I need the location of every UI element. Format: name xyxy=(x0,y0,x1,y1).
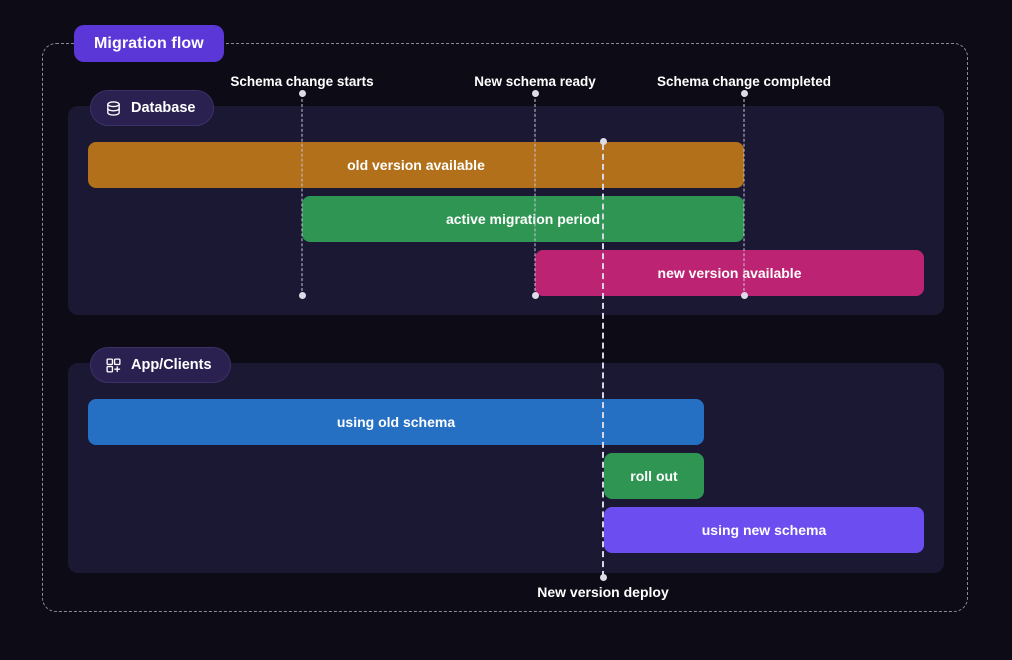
bar-label: using new schema xyxy=(701,522,827,538)
bar-label: new version available xyxy=(657,265,802,281)
bar-label: active migration period xyxy=(445,211,601,227)
grid-plus-icon xyxy=(105,357,122,374)
bar-label: old version available xyxy=(347,157,485,173)
bar-old-version-available: old version available xyxy=(88,142,744,188)
bar-label: using old schema xyxy=(336,414,456,430)
bar-using-old-schema: using old schema xyxy=(88,399,704,445)
bar-using-new-schema: using new schema xyxy=(604,507,924,553)
database-icon xyxy=(105,100,122,117)
lane-label-app-clients: App/Clients xyxy=(131,357,212,373)
bar-roll-out: roll out xyxy=(604,453,704,499)
lane-label-database: Database xyxy=(131,100,196,116)
flow-frame xyxy=(42,43,968,612)
lane-badge-app-clients: App/Clients xyxy=(90,347,231,383)
flow-title-badge: Migration flow xyxy=(74,25,224,62)
flow-title-label: Migration flow xyxy=(94,34,204,52)
bar-label: roll out xyxy=(630,468,678,484)
lane-badge-database: Database xyxy=(90,90,215,126)
bar-new-version-available: new version available xyxy=(535,250,924,296)
bar-active-migration-period: active migration period xyxy=(302,196,744,242)
